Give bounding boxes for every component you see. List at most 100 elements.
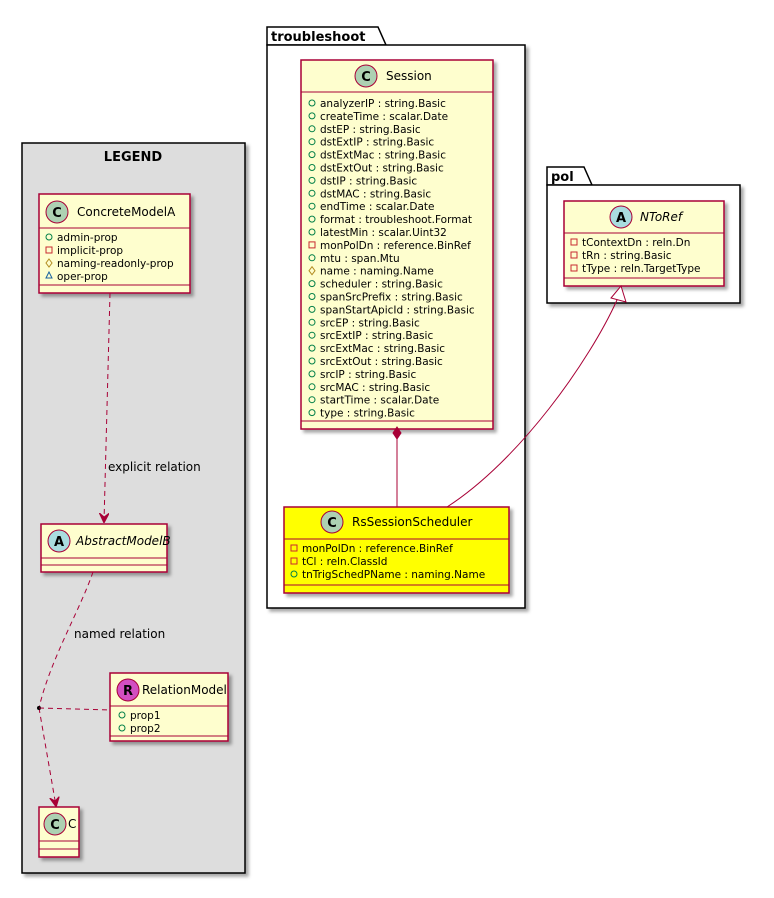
- protected-icon: [45, 258, 53, 268]
- attr: srcIP : string.Basic: [320, 369, 416, 381]
- attr: spanStartApicId : string.Basic: [320, 304, 475, 316]
- explicit-relation-edge: explicit relation: [104, 292, 201, 522]
- named-relation-edge: named relation: [37, 571, 165, 806]
- abstract-a-icon-letter: A: [54, 535, 64, 550]
- class-name: C: [68, 817, 76, 831]
- attr: admin-prop: [57, 232, 118, 244]
- public-icon: [308, 318, 316, 326]
- attr: createTime : scalar.Date: [320, 111, 448, 123]
- public-icon: [118, 711, 126, 719]
- class-abstract-model-b[interactable]: A AbstractModelB: [40, 523, 171, 573]
- attr: scheduler : string.Basic: [320, 279, 443, 291]
- attr: spanSrcPrefix : string.Basic: [320, 292, 463, 304]
- class-c-icon: [320, 510, 344, 534]
- public-icon: [308, 151, 316, 159]
- attr: type : string.Basic: [320, 408, 415, 420]
- public-icon: [308, 125, 316, 133]
- public-icon: [308, 202, 316, 210]
- troubleshoot-title: troubleshoot: [271, 30, 365, 45]
- public-icon: [308, 215, 316, 223]
- attr: endTime : scalar.Date: [320, 201, 435, 213]
- class-c-icon-letter: C: [50, 818, 60, 833]
- attr: monPolDn : reference.BinRef: [320, 240, 471, 252]
- attr: startTime : scalar.Date: [320, 395, 439, 407]
- explicit-relation-label: explicit relation: [108, 460, 201, 474]
- class-rs-session-scheduler[interactable]: C RsSessionScheduler monPolDn : referenc…: [283, 506, 510, 594]
- relation-r-icon-letter: R: [123, 684, 133, 699]
- attr: oper-prop: [57, 271, 108, 283]
- relation-r-icon: [116, 678, 140, 702]
- public-icon: [308, 280, 316, 288]
- public-icon: [308, 138, 316, 146]
- public-icon: [308, 99, 316, 107]
- class-name: RelationModel: [142, 683, 227, 697]
- public-icon: [308, 254, 316, 262]
- attr: srcExtIP : string.Basic: [320, 330, 433, 342]
- attr: prop2: [130, 723, 161, 735]
- class-name: NToRef: [640, 210, 684, 224]
- attr: naming-readonly-prop: [57, 258, 174, 270]
- public-icon: [308, 344, 316, 352]
- named-relation-label: named relation: [74, 627, 165, 641]
- abstract-a-icon: [609, 205, 633, 229]
- class-c-icon: [45, 200, 69, 224]
- attr: tCl : reln.ClassId: [302, 556, 387, 568]
- inheritance-triangle-icon: [610, 284, 627, 303]
- class-c-icon-letter: C: [52, 206, 62, 221]
- public-icon: [308, 228, 316, 236]
- class-name: Session: [386, 69, 432, 83]
- attr: name : naming.Name: [320, 266, 434, 278]
- attr: tRn : string.Basic: [582, 250, 672, 262]
- attr: tContextDn : reln.Dn: [582, 237, 690, 249]
- private-icon: [290, 544, 298, 552]
- abstract-a-icon: [47, 529, 71, 553]
- attr: srcMAC : string.Basic: [320, 382, 430, 394]
- attr: tType : reln.TargetType: [582, 263, 701, 275]
- class-name: AbstractModelB: [75, 534, 171, 548]
- class-c[interactable]: C C: [38, 806, 80, 858]
- public-icon: [308, 383, 316, 391]
- public-icon: [308, 305, 316, 313]
- private-icon: [308, 241, 316, 249]
- attr: srcEP : string.Basic: [320, 317, 420, 329]
- attr: dstIP : string.Basic: [320, 175, 417, 187]
- attr: monPolDn : reference.BinRef: [302, 543, 453, 555]
- class-ntoref[interactable]: A NToRef tContextDn : reln.Dn tRn : stri…: [563, 200, 725, 287]
- class-relation-model[interactable]: R RelationModel prop1 prop2: [109, 672, 229, 742]
- private-icon: [570, 238, 578, 246]
- package-icon: [45, 270, 53, 279]
- class-c-icon: [43, 812, 67, 836]
- public-icon: [308, 396, 316, 404]
- class-concrete-model-a[interactable]: C ConcreteModelA admin-prop implicit-pro…: [38, 193, 191, 294]
- class-name: ConcreteModelA: [77, 205, 176, 219]
- public-icon: [308, 189, 316, 197]
- attr: srcExtOut : string.Basic: [320, 356, 443, 368]
- public-icon: [308, 331, 316, 339]
- public-icon: [45, 233, 53, 241]
- protected-icon: [308, 265, 316, 276]
- public-icon: [308, 176, 316, 184]
- private-icon: [570, 264, 578, 272]
- public-icon: [308, 370, 316, 378]
- public-icon: [308, 112, 316, 120]
- class-name: RsSessionScheduler: [352, 515, 473, 529]
- public-icon: [308, 409, 316, 417]
- attr: dstEP : string.Basic: [320, 124, 421, 136]
- class-c-icon-letter: C: [361, 70, 371, 85]
- private-icon: [45, 246, 53, 254]
- attr: prop1: [130, 710, 161, 722]
- abstract-a-icon-letter: A: [616, 211, 626, 226]
- attr: tnTrigSchedPName : naming.Name: [302, 569, 485, 581]
- class-c-icon: [354, 64, 378, 88]
- public-icon: [118, 724, 126, 732]
- pol-title: pol: [551, 170, 574, 185]
- class-session[interactable]: C Session analyzerIP : string.Basiccreat…: [300, 59, 494, 430]
- public-icon: [308, 164, 316, 171]
- public-icon: [290, 570, 298, 578]
- public-icon: [308, 293, 316, 300]
- composition-diamond-icon: [392, 426, 402, 440]
- inheritance-edge: [446, 284, 627, 508]
- attr: format : troubleshoot.Format: [320, 214, 472, 226]
- attr: implicit-prop: [57, 245, 123, 257]
